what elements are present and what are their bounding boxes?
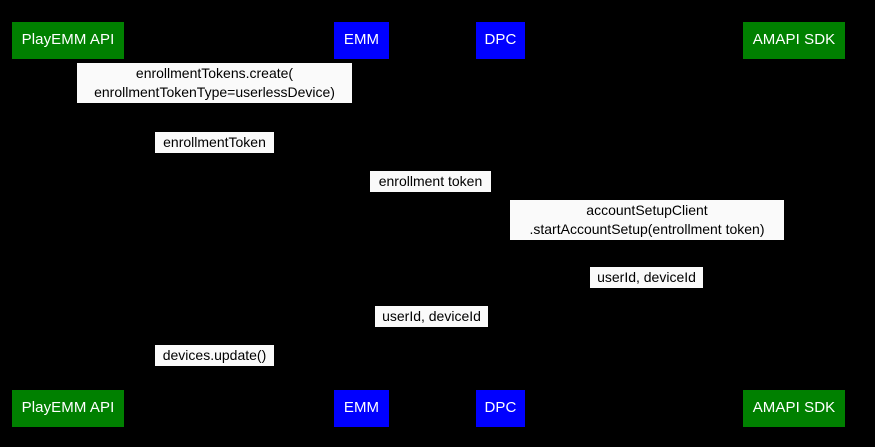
message-arrow-6 — [361, 327, 500, 328]
participant-top-emm[interactable]: EMM — [334, 22, 389, 59]
message-label-enrollment-token-response: enrollmentToken — [155, 132, 274, 153]
message-label-userid-deviceid-sdk-to-dpc: userId, deviceId — [590, 267, 703, 288]
message-label-line1: userId, deviceId — [382, 308, 481, 324]
participant-bottom-amapi-sdk-label: AMAPI SDK — [752, 399, 836, 417]
message-label-start-account-setup: accountSetupClient .startAccountSetup(ent… — [510, 200, 784, 240]
message-label-line1: enrollmentTokens.create( — [135, 65, 294, 81]
participant-bottom-dpc-label: DPC — [484, 399, 517, 417]
message-arrow-4 — [500, 240, 793, 241]
participant-bottom-emm-label: EMM — [343, 399, 380, 417]
message-label-line1: devices.update() — [162, 347, 267, 363]
message-arrow-1 — [67, 104, 361, 105]
lifeline-dpc — [500, 58, 501, 390]
message-label-line1: accountSetupClient — [586, 202, 708, 218]
message-label-line1: enrollment token — [378, 173, 483, 189]
participant-top-amapi-sdk-label: AMAPI SDK — [752, 31, 836, 49]
message-label-line1: userId, deviceId — [597, 269, 696, 285]
participant-top-emm-label: EMM — [343, 31, 380, 49]
lifeline-playemm-api — [67, 58, 68, 390]
message-label-userid-deviceid-dpc-to-emm: userId, deviceId — [375, 306, 488, 327]
participant-top-playemm-api[interactable]: PlayEMM API — [12, 22, 124, 59]
participant-bottom-amapi-sdk[interactable]: AMAPI SDK — [743, 390, 845, 427]
lifeline-emm — [361, 58, 362, 390]
participant-top-dpc-label: DPC — [484, 31, 517, 49]
message-label-line2: enrollmentTokenType=userlessDevice) — [94, 84, 335, 100]
participant-bottom-emm[interactable]: EMM — [334, 390, 389, 427]
participant-top-dpc[interactable]: DPC — [476, 22, 525, 59]
participant-top-amapi-sdk[interactable]: AMAPI SDK — [743, 22, 845, 59]
participant-top-playemm-api-label: PlayEMM API — [21, 31, 115, 49]
message-label-line2: .startAccountSetup(entrollment token) — [529, 221, 765, 237]
message-arrow-7 — [67, 366, 361, 367]
participant-bottom-dpc[interactable]: DPC — [476, 390, 525, 427]
participant-bottom-playemm-api-label: PlayEMM API — [21, 399, 115, 417]
lifeline-amapi-sdk — [793, 58, 794, 390]
message-arrow-5 — [500, 288, 793, 289]
message-label-enrollment-token: enrollment token — [370, 171, 491, 192]
participant-bottom-playemm-api[interactable]: PlayEMM API — [12, 390, 124, 427]
message-label-enrollment-tokens-create: enrollmentTokens.create( enrollmentTokenT… — [77, 63, 352, 103]
message-label-devices-update: devices.update() — [155, 345, 274, 366]
message-label-line1: enrollmentToken — [163, 134, 266, 150]
